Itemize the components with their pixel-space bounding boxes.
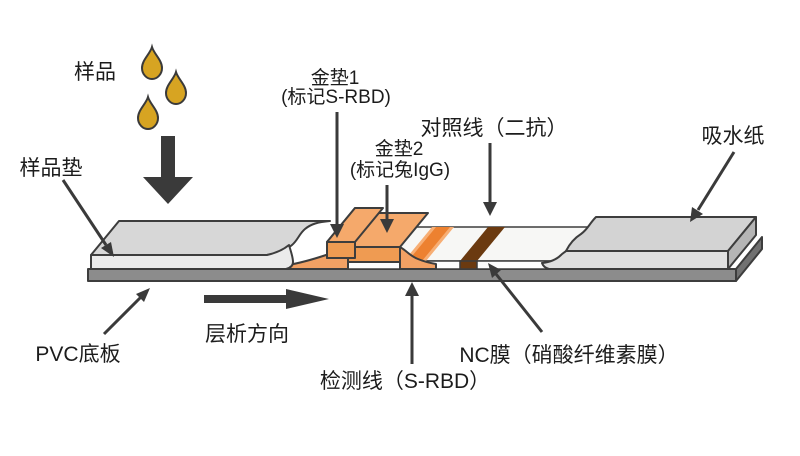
gold-pad-1-shape bbox=[326, 207, 384, 259]
sample-pad-arrow-icon bbox=[61, 179, 114, 257]
absorbent-paper-pad bbox=[541, 216, 757, 270]
sample-label: 样品 bbox=[74, 61, 116, 84]
droplet-icon bbox=[140, 43, 164, 81]
test-line-core bbox=[408, 227, 450, 261]
control-line-label: 对照线（二抗） bbox=[421, 117, 568, 140]
absorbent-paper-arrow-icon bbox=[690, 151, 736, 222]
pvc-backing-label: PVC底板 bbox=[35, 343, 120, 366]
nc-membrane-arrow-icon bbox=[488, 263, 544, 333]
nc-membrane-label: NC膜（硝酸纤维素膜） bbox=[459, 344, 678, 367]
sample-pad-top bbox=[90, 220, 331, 256]
sample-droplets bbox=[136, 43, 188, 131]
sample-down-arrow-icon bbox=[143, 136, 193, 204]
flow-direction-arrow-icon bbox=[204, 289, 329, 309]
test-line-label: 检测线（S-RBD） bbox=[320, 370, 490, 393]
absorbent-front bbox=[541, 250, 729, 270]
gold-pad-1-arrow-icon bbox=[330, 112, 344, 238]
droplet-icon bbox=[136, 93, 160, 131]
sample-pad-shape bbox=[90, 220, 331, 270]
droplet-icon bbox=[164, 68, 188, 106]
control-line-front bbox=[459, 260, 478, 270]
pvc-backing-arrow-icon bbox=[102, 288, 150, 336]
gold-pad-2-arrow-icon bbox=[380, 185, 394, 233]
absorbent-paper-label: 吸水纸 bbox=[702, 125, 765, 148]
control-line-arrow-icon bbox=[483, 143, 497, 216]
gold-pad-1-label-line2: (标记S-RBD) bbox=[281, 86, 391, 108]
control-line-top bbox=[460, 227, 505, 261]
gold-pad-1-front bbox=[326, 241, 356, 259]
test-line-arrow-icon bbox=[405, 282, 419, 364]
pvc-base-front bbox=[87, 268, 737, 282]
gold-pad-1-label-line1: 金垫1 bbox=[311, 67, 360, 89]
control-line-stripe bbox=[459, 227, 505, 270]
gold-pad-2-label-line2: (标记兔IgG) bbox=[350, 159, 450, 181]
absorbent-top bbox=[565, 216, 757, 252]
gold-pad-2-label-line1: 金垫2 bbox=[375, 138, 424, 160]
sample-pad-label: 样品垫 bbox=[20, 157, 83, 180]
sample-pad-front bbox=[90, 244, 294, 270]
annotation-arrows bbox=[61, 112, 736, 364]
gold-pad-2-drape bbox=[399, 246, 437, 270]
flow-direction-label: 层析方向 bbox=[205, 323, 289, 346]
